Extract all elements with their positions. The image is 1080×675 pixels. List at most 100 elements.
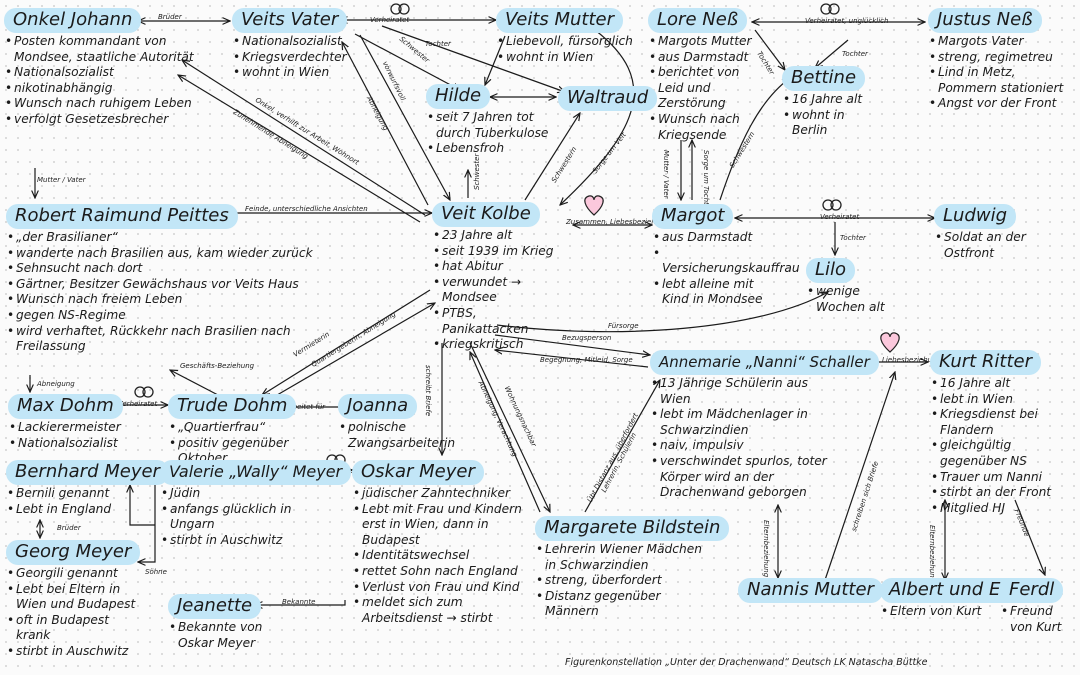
fact-item: Lebt bei Eltern in Wien und Budapest xyxy=(6,582,141,613)
fact-item: Eltern von Kurt xyxy=(880,604,990,620)
edge-johann-veit xyxy=(182,60,426,216)
person-name: Margarete Bildstein xyxy=(535,516,730,541)
person-veit-kolbe: Veit Kolbe 23 Jahre alt seit 1939 im Kri… xyxy=(432,202,567,353)
fact-list: Bernili genannt Lebt in England xyxy=(6,486,141,517)
label-arbeitet-fuer: Arbeitet für xyxy=(285,403,326,411)
edge-kurt-mutter xyxy=(824,372,895,581)
person-justus-ness: Justus Neß Margots Vater streng, regimet… xyxy=(928,8,1076,112)
fact-list: seit 7 Jahren tot durch Tuberkulose Lebe… xyxy=(426,110,556,157)
wedding-rings-icon-2 xyxy=(820,3,840,15)
fact-item: streng, regimetreu xyxy=(928,50,1076,66)
person-name: Waltraud xyxy=(558,86,658,111)
fact-item: berichtet von Leid und Zerstörung xyxy=(648,65,756,112)
fact-item: verschwindet spurlos, toter Körper wird … xyxy=(650,454,840,501)
person-name: Lilo xyxy=(806,258,856,283)
fact-list: 16 Jahre alt wohnt in Berlin xyxy=(782,92,882,139)
person-margarete: Margarete Bildstein Lehrerin Wiener Mädc… xyxy=(535,516,730,620)
fact-item: wohnt in Berlin xyxy=(782,108,882,139)
person-lilo: Lilo wenige Wochen alt xyxy=(806,258,906,315)
fact-item: seit 1939 im Krieg xyxy=(432,244,567,260)
label-tochter-1: Tochter xyxy=(842,50,868,58)
edge-lore-bettine xyxy=(754,29,785,70)
fact-list: Georgili genannt Lebt bei Eltern in Wien… xyxy=(6,566,141,660)
label-verheiratet-2: Verheiratet, unglücklich xyxy=(805,17,889,25)
fact-item: Kriegsdienst bei Flandern xyxy=(930,407,1078,438)
person-name: Jeanette xyxy=(168,594,262,619)
label-begegnung: Begegnung, Mitleid, Sorge xyxy=(540,356,633,364)
fact-item: Sehnsucht nach dort xyxy=(6,261,326,277)
fact-item: kriegskritisch xyxy=(432,337,567,353)
fact-item: Angst vor der Front xyxy=(928,96,1076,112)
person-name: Oskar Meyer xyxy=(352,460,484,485)
label-bezugsperson: Bezugsperson xyxy=(562,334,612,342)
fact-item: 16 Jahre alt xyxy=(782,92,882,108)
person-name: Margot xyxy=(652,204,734,229)
edge-oskar-jeanette xyxy=(255,600,346,605)
fact-item: Versicherungskauffrau xyxy=(652,246,800,277)
person-veits-vater: Veits Vater Nationalsozialist Kriegsverd… xyxy=(232,8,392,81)
fact-item: wird verhaftet, Rückkehr nach Brasilien … xyxy=(6,324,326,355)
fact-item: Margots Vater xyxy=(928,34,1076,50)
fact-item: Nationalsozialist xyxy=(4,65,204,81)
fact-list: Jüdin anfangs glücklich in Ungarn stirbt… xyxy=(160,486,310,548)
person-jeanette: Jeanette Bekannte von Oskar Meyer xyxy=(168,594,288,651)
fact-item: gleichgültig gegenüber NS xyxy=(930,438,1078,469)
label-schwester-2: Schwester xyxy=(473,153,481,190)
fact-list: aus Darmstadt Versicherungskauffrau lebt… xyxy=(652,230,800,308)
fact-list: Freund von Kurt xyxy=(1000,604,1078,635)
person-name: Joanna xyxy=(338,394,418,419)
person-onkel-johann: Onkel Johann Posten kommandant von Monds… xyxy=(4,8,204,128)
fact-item: Bekannte von Oskar Meyer xyxy=(168,620,288,651)
fact-item: streng, überfordert xyxy=(535,573,715,589)
label-abneigung-1: Abneigung xyxy=(37,380,75,388)
fact-item: Margots Mutter xyxy=(648,34,756,50)
fact-item: Kriegsverdechter xyxy=(232,50,392,66)
fact-item: naiv, impulsiv xyxy=(650,438,840,454)
wedding-rings-icon-3 xyxy=(822,199,842,211)
edge-veit-johann xyxy=(178,75,421,223)
person-name: Max Dohm xyxy=(8,394,123,419)
fact-item: Verlust von Frau und Kind xyxy=(352,580,522,596)
label-verheiratet-4: Verheiratet xyxy=(118,400,158,408)
person-oskar: Oskar Meyer jüdischer Zahntechniker Lebt… xyxy=(352,460,522,626)
fact-item: „Quartierfrau“ xyxy=(168,420,338,436)
label-mutter-2: Mutter / Vater xyxy=(662,150,670,199)
author-credit: Figurenkonstellation „Unter der Drachenw… xyxy=(565,657,928,668)
person-trude-dohm: Trude Dohm „Quartierfrau“ positiv gegenü… xyxy=(168,394,338,467)
person-kurt-ritter: Kurt Ritter 16 Jahre alt lebt in Wien Kr… xyxy=(930,350,1078,516)
fact-item: Lebt mit Frau und Kindern erst in Wien, … xyxy=(352,502,522,549)
label-zusammen2: Zusammen, Liebesbeziehung xyxy=(838,356,941,364)
person-name: Trude Dohm xyxy=(168,394,297,419)
person-name: Veits Vater xyxy=(232,8,348,33)
label-brueder: Brüder xyxy=(158,13,182,21)
person-name: Valerie „Wally“ Meyer xyxy=(160,460,352,485)
fact-item: oft in Budapest krank xyxy=(6,613,141,644)
person-name: Bettine xyxy=(782,66,866,91)
fact-item: wohnt in Wien xyxy=(496,50,641,66)
fact-list: Eltern von Kurt xyxy=(880,604,990,620)
person-waltraud: Waltraud xyxy=(558,86,658,111)
fact-list: 13 Jährige Schülerin aus Wien lebt im Mä… xyxy=(650,376,840,501)
edge-veit-margarete xyxy=(469,342,550,512)
fact-item: anfangs glücklich in Ungarn xyxy=(160,502,310,533)
label-zusammen: Zusammen, Liebesbeziehung, Liebe für Fam… xyxy=(566,218,732,226)
fact-item: Gärtner, Besitzer Gewächshaus vor Veits … xyxy=(6,277,326,293)
fact-list: Liebevoll, fürsorglich wohnt in Wien xyxy=(496,34,641,65)
edge-veit-trude1 xyxy=(262,289,431,395)
fact-item: Lehrerin Wiener Mädchen in Schwarzindien xyxy=(535,542,715,573)
person-bettine: Bettine 16 Jahre alt wohnt in Berlin xyxy=(782,66,882,139)
person-name: Veits Mutter xyxy=(496,8,624,33)
fact-item: nikotinabhängig xyxy=(4,81,204,97)
fact-item: jüdischer Zahntechniker xyxy=(352,486,522,502)
fact-item: 16 Jahre alt xyxy=(930,376,1078,392)
fact-item: Lackierermeister xyxy=(8,420,143,436)
person-name: Hilde xyxy=(426,84,491,109)
fact-list: Soldat an der Ostfront xyxy=(934,230,1044,261)
fact-item: meldet sich zum Arbeitsdienst → stirbt xyxy=(352,595,522,626)
fact-list: 16 Jahre alt lebt in Wien Kriegsdienst b… xyxy=(930,376,1078,516)
person-name: Georg Meyer xyxy=(6,540,141,565)
wedding-rings-icon-4 xyxy=(134,386,154,398)
label-brueder-2: Brüder xyxy=(57,524,81,532)
fact-item: „der Brasilianer“ xyxy=(6,230,326,246)
